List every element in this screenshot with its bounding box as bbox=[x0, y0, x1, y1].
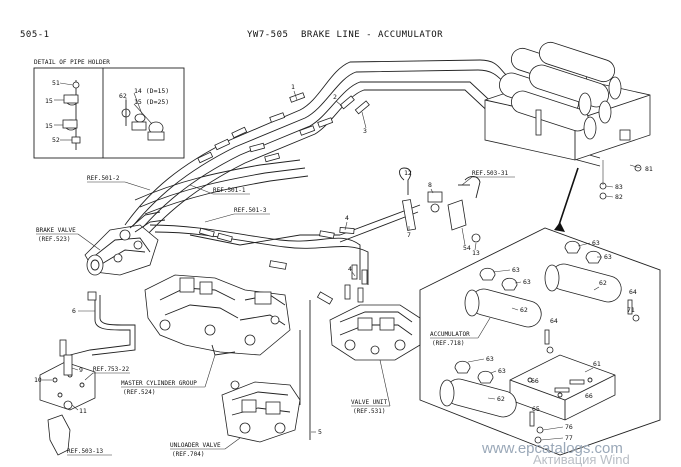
part-81: 81 bbox=[645, 165, 653, 173]
part-76: 76 bbox=[565, 423, 573, 431]
pipe-fittings bbox=[59, 92, 370, 357]
part-64-a: 64 bbox=[629, 288, 637, 296]
detail-pipe-holder-box: DETAIL OF PIPE HOLDER 51 15 15 52 bbox=[33, 59, 185, 159]
part-61: 61 bbox=[593, 360, 601, 368]
ref-503-31: REF.503-31 bbox=[472, 170, 509, 177]
valve-unit bbox=[329, 304, 421, 361]
part-62-a: 62 bbox=[599, 279, 607, 287]
accumulator-cylinders bbox=[499, 41, 622, 140]
valve-unit-label: VALVE UNIT bbox=[351, 399, 388, 406]
part-63-a: 63 bbox=[592, 239, 600, 247]
accumulator-label: ACCUMULATOR bbox=[430, 331, 470, 338]
part-10: 10 bbox=[34, 376, 42, 384]
part-66-a: 66 bbox=[531, 377, 539, 385]
unloader-valve-label: UNLOADER VALVE bbox=[170, 442, 221, 449]
accumulator-ref: (REF.718) bbox=[432, 340, 465, 347]
mounting-plate bbox=[39, 354, 96, 456]
accumulator-top-assembly bbox=[484, 41, 651, 200]
part-63-c: 63 bbox=[512, 266, 520, 274]
part-5: 5 bbox=[318, 428, 322, 436]
brake-valve-label: BRAKE VALVE bbox=[36, 227, 76, 234]
reference-labels: REF.501-2 REF.501-1 REF.501-3 REF.503-31… bbox=[36, 170, 515, 458]
part-63-b: 63 bbox=[604, 253, 612, 261]
brake-valve-ref: (REF.523) bbox=[38, 236, 71, 243]
part-1: 1 bbox=[291, 83, 295, 91]
part-64-b: 64 bbox=[550, 317, 558, 325]
detail-box-frame bbox=[33, 67, 185, 159]
part-13: 13 bbox=[472, 249, 480, 257]
page-title: BRAKE LINE - ACCUMULATOR bbox=[301, 30, 444, 40]
part-54: 54 bbox=[463, 244, 471, 252]
small-parts-cluster bbox=[399, 167, 481, 243]
pipe-clamp-right bbox=[121, 100, 165, 141]
part-12: 12 bbox=[404, 169, 412, 177]
part-4-b: 4 bbox=[348, 265, 352, 273]
ref-501-3: REF.501-3 bbox=[234, 207, 267, 214]
part-65: 65 bbox=[532, 405, 540, 413]
site-watermark: www.epcatalogs.com bbox=[482, 440, 623, 457]
ref-501-2: REF.501-2 bbox=[87, 175, 120, 182]
detail-part-15-d25: 15 (D=25) bbox=[134, 98, 169, 106]
detail-arrow bbox=[554, 167, 579, 232]
part-11: 11 bbox=[79, 407, 87, 415]
model-code: YW7-505 bbox=[247, 30, 289, 40]
part-6: 6 bbox=[72, 307, 76, 315]
part-62-b: 62 bbox=[520, 306, 528, 314]
part-63-d: 63 bbox=[523, 278, 531, 286]
part-2: 2 bbox=[333, 93, 337, 101]
part-4-a: 4 bbox=[345, 214, 349, 222]
ref-503-13: REF.503-13 bbox=[67, 448, 104, 455]
brake-valve bbox=[84, 211, 166, 276]
detail-part-62: 62 bbox=[119, 92, 127, 100]
master-cylinder-label: MASTER CYLINDER GROUP bbox=[121, 380, 197, 387]
detail-part-15-a: 15 bbox=[45, 97, 53, 105]
part-62-c: 62 bbox=[497, 395, 505, 403]
accumulator-detail-box bbox=[419, 227, 661, 456]
part-71: 71 bbox=[627, 306, 635, 314]
master-cylinder-ref: (REF.524) bbox=[123, 389, 156, 396]
activation-watermark: Активация Wind bbox=[533, 452, 630, 467]
detail-part-14: 14 (D=15) bbox=[134, 87, 169, 95]
part-83: 83 bbox=[615, 183, 623, 191]
unloader-valve bbox=[221, 380, 301, 443]
part-63-f: 63 bbox=[498, 367, 506, 375]
detail-part-15-b: 15 bbox=[45, 122, 53, 130]
pipe-clamp-left bbox=[62, 80, 81, 150]
unloader-valve-ref: (REF.704) bbox=[172, 451, 205, 458]
part-77: 77 bbox=[565, 434, 573, 442]
part-82: 82 bbox=[615, 193, 623, 201]
part-9: 9 bbox=[79, 366, 83, 374]
brake-pipe-routes bbox=[69, 59, 621, 440]
detail-part-52: 52 bbox=[52, 136, 60, 144]
part-number-callouts: 1 2 3 4 4 5 6 7 8 9 10 11 12 13 54 81 83… bbox=[34, 83, 653, 442]
part-8: 8 bbox=[428, 181, 432, 189]
valve-unit-ref: (REF.531) bbox=[353, 408, 386, 415]
page-code: 505-1 bbox=[20, 30, 50, 40]
part-66-b: 66 bbox=[585, 392, 593, 400]
ref-753-22: REF.753-22 bbox=[93, 366, 130, 373]
master-cylinder-group bbox=[144, 274, 291, 356]
part-7: 7 bbox=[407, 231, 411, 239]
part-63-e: 63 bbox=[486, 355, 494, 363]
part-3: 3 bbox=[363, 127, 367, 135]
ref-501-1: REF.501-1 bbox=[213, 187, 246, 194]
detail-box-title: DETAIL OF PIPE HOLDER bbox=[34, 59, 110, 66]
detail-part-51: 51 bbox=[52, 79, 60, 87]
